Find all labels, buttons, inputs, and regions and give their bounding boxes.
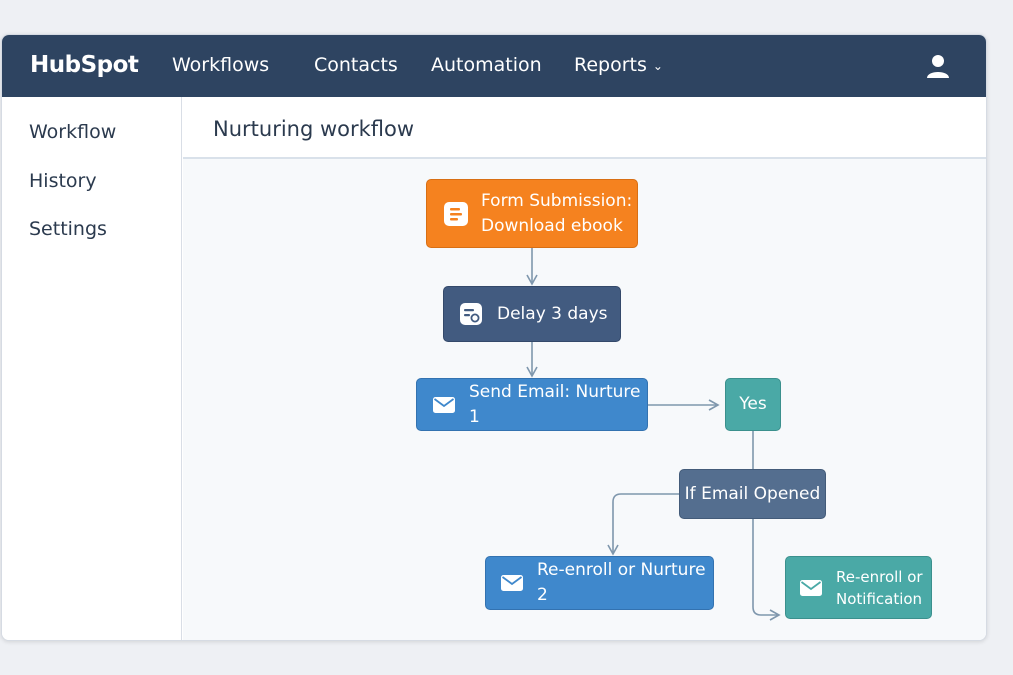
node-form-submission[interactable]: Form Submission: Download ebook xyxy=(426,179,638,248)
node-send-email[interactable]: Send Email: Nurture 1 xyxy=(416,378,648,431)
sidebar-item-workflow[interactable]: Workflow xyxy=(29,121,117,143)
node-reenroll-nurture[interactable]: Re-enroll or Nurture 2 xyxy=(485,556,714,610)
nav-contacts[interactable]: Contacts xyxy=(314,54,398,76)
workflow-connectors xyxy=(526,248,781,621)
edge-branch-to-reenroll xyxy=(607,493,679,556)
hubspot-logo[interactable]: HubSpot xyxy=(30,52,139,78)
node-form-label: Form Submission: Download ebook xyxy=(481,190,633,236)
node-notification-label: Re-enroll or Notification xyxy=(836,567,923,608)
user-icon[interactable] xyxy=(924,52,952,80)
node-reenroll-label: Re-enroll or Nurture 2 xyxy=(537,560,706,605)
page-title: Nurturing workflow xyxy=(213,117,415,141)
node-if-email-opened[interactable]: If Email Opened xyxy=(679,469,826,519)
workflow-canvas[interactable]: Form Submission: Download ebook Delay 3 … xyxy=(183,159,986,640)
email-icon xyxy=(501,575,523,591)
node-if-label: If Email Opened xyxy=(684,483,821,504)
form-icon xyxy=(443,201,469,227)
edge-branch-to-notification xyxy=(752,519,781,621)
nav-reports-label: Reports xyxy=(574,54,647,76)
sidebar-item-history[interactable]: History xyxy=(29,170,97,192)
node-reenroll-notification[interactable]: Re-enroll or Notification xyxy=(785,556,932,619)
nav-automation[interactable]: Automation xyxy=(431,54,542,76)
node-yes[interactable]: Yes xyxy=(725,378,781,431)
sidebar: Workflow History Settings xyxy=(2,97,182,640)
app-window: HubSpot Workflows Contacts Automation Re… xyxy=(1,34,987,641)
node-yes-label: Yes xyxy=(739,394,767,414)
email-icon xyxy=(433,396,455,413)
top-navigation: HubSpot Workflows Contacts Automation Re… xyxy=(2,35,986,97)
sidebar-item-settings[interactable]: Settings xyxy=(29,218,107,240)
nav-reports[interactable]: Reports ⌄ xyxy=(574,54,663,76)
delay-icon xyxy=(459,302,483,326)
email-icon xyxy=(800,579,822,596)
node-delay-label: Delay 3 days xyxy=(497,303,608,324)
node-send-email-label: Send Email: Nurture 1 xyxy=(469,381,641,427)
page-header: Nurturing workflow xyxy=(183,97,986,159)
node-delay[interactable]: Delay 3 days xyxy=(443,286,621,342)
chevron-down-icon: ⌄ xyxy=(652,58,663,73)
nav-workflows[interactable]: Workflows xyxy=(172,54,270,76)
